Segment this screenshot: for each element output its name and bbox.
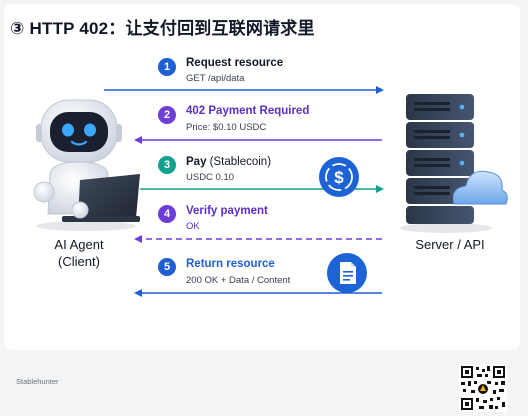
step-1-title: Request resource xyxy=(186,57,284,69)
step-4-detail: OK xyxy=(186,221,200,232)
arrow-step-2 xyxy=(134,136,382,144)
step-4-badge: 4 xyxy=(158,205,176,223)
step-5-title: Return resource xyxy=(186,258,275,270)
agent-name: AI Agent xyxy=(54,237,104,252)
step-1-badge: 1 xyxy=(158,58,176,76)
qr-code xyxy=(459,364,507,412)
arrow-step-1 xyxy=(104,86,384,94)
svg-text:$: $ xyxy=(334,168,344,187)
server-name: Server / API xyxy=(415,237,485,252)
step-3-title: Pay (Stablecoin) xyxy=(186,156,271,168)
step-2-badge: 2 xyxy=(158,106,176,124)
arrow-step-5 xyxy=(134,289,382,297)
document-icon xyxy=(327,253,367,293)
brand-label: Stablehunter xyxy=(16,377,59,386)
server-label: Server / API xyxy=(400,236,500,253)
server-cloud-icon xyxy=(400,94,508,233)
step-1-detail: GET /api/data xyxy=(186,73,245,84)
agent-label: AI Agent (Client) xyxy=(24,236,134,270)
step-3-title-note: (Stablecoin) xyxy=(206,156,272,168)
dollar-coin-icon: $ xyxy=(319,157,359,197)
step-3-title-main: Pay xyxy=(186,156,207,168)
step-2-title: 402 Payment Required xyxy=(186,105,310,117)
step-5-detail: 200 OK + Data / Content xyxy=(186,275,291,286)
step-2-detail: Price: $0.10 USDC xyxy=(186,122,267,133)
step-3-badge: 3 xyxy=(158,156,176,174)
step-3-detail: USDC 0.10 xyxy=(186,172,235,183)
arrow-step-4 xyxy=(134,235,382,243)
step-4-title: Verify payment xyxy=(186,205,268,217)
agent-role: (Client) xyxy=(58,254,100,269)
robot-laptop-icon xyxy=(33,99,140,231)
page-title: ③ HTTP 402：让支付回到互联网请求里 xyxy=(10,19,315,38)
step-5-badge: 5 xyxy=(158,258,176,276)
